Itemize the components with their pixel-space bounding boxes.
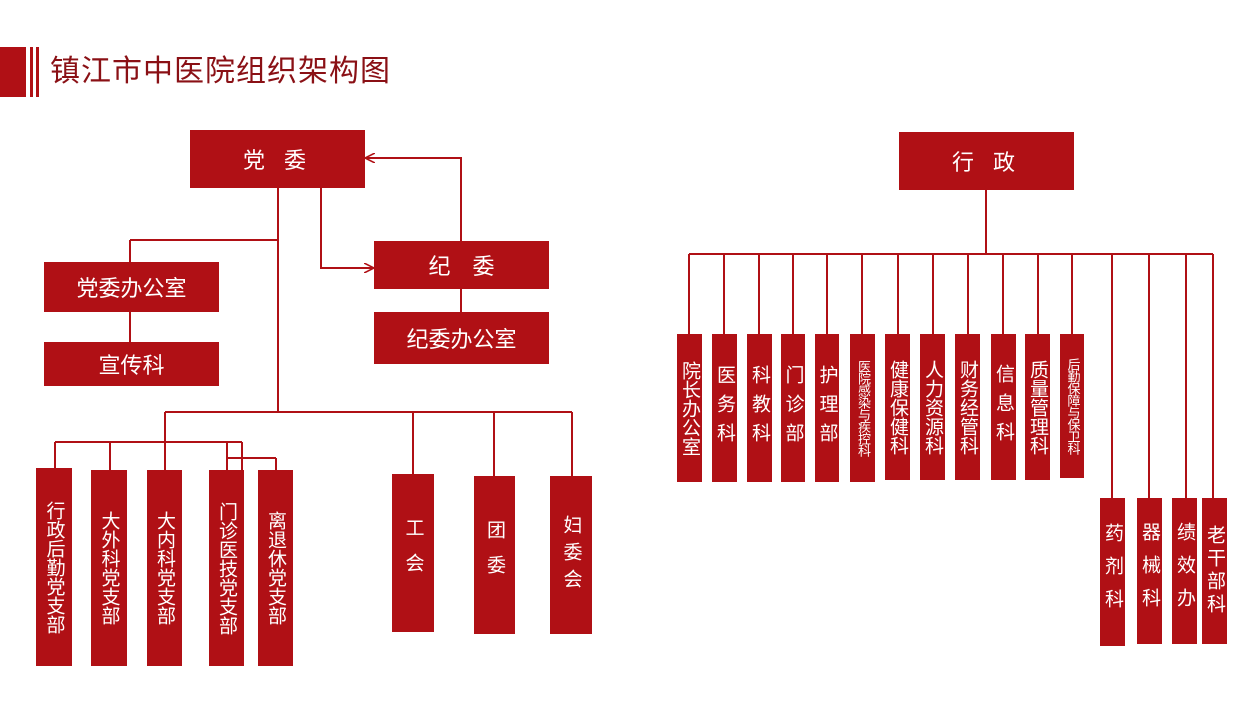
- party-committee-box: 党 委: [190, 130, 365, 188]
- dept-equipment: 器械科: [1137, 498, 1162, 644]
- dept-quality-management: 质量管理科: [1025, 334, 1050, 480]
- dept-logistics-security: 后勤保障与保卫科: [1060, 334, 1084, 478]
- discipline-committee-box: 纪 委: [374, 241, 549, 289]
- party-branch-surgery: 大外科党支部: [91, 470, 127, 666]
- dept-finance: 财务经管科: [955, 334, 980, 480]
- dept-pharmacy: 药剂科: [1100, 498, 1125, 646]
- dept-science-education: 科教科: [747, 334, 772, 482]
- header-accent-stripe: [36, 47, 39, 97]
- dept-medical-affairs: 医务科: [712, 334, 737, 482]
- propaganda-dept-box: 宣传科: [44, 342, 219, 386]
- dept-infection-control: 医院感染与疾控科: [850, 334, 875, 482]
- party-office-box: 党委办公室: [44, 262, 219, 312]
- discipline-office-box: 纪委办公室: [374, 312, 549, 364]
- dept-human-resources: 人力资源科: [920, 334, 945, 480]
- womens-committee-box: 妇委会: [550, 476, 592, 634]
- party-branch-internal-medicine: 大内科党支部: [147, 470, 182, 666]
- party-branch-retirees: 离退休党支部: [258, 470, 293, 666]
- party-branch-admin-logistics: 行政后勤党支部: [36, 468, 72, 666]
- dept-nursing: 护理部: [815, 334, 839, 482]
- party-branch-outpatient-tech: 门诊医技党支部: [209, 470, 244, 666]
- trade-union-box: 工会: [392, 474, 434, 632]
- header-accent-stripe: [30, 47, 33, 97]
- page-title: 镇江市中医院组织架构图: [50, 54, 391, 89]
- dept-veteran-cadres: 老干部科: [1202, 498, 1227, 644]
- youth-league-box: 团委: [474, 476, 515, 634]
- header-accent-bar: [0, 47, 26, 97]
- dept-outpatient: 门诊部: [781, 334, 805, 482]
- dept-health-care: 健康保健科: [885, 334, 910, 480]
- dept-president-office: 院长办公室: [677, 334, 702, 482]
- dept-information: 信息科: [991, 334, 1016, 480]
- dept-performance: 绩效办: [1172, 498, 1197, 644]
- administration-box: 行 政: [899, 132, 1074, 190]
